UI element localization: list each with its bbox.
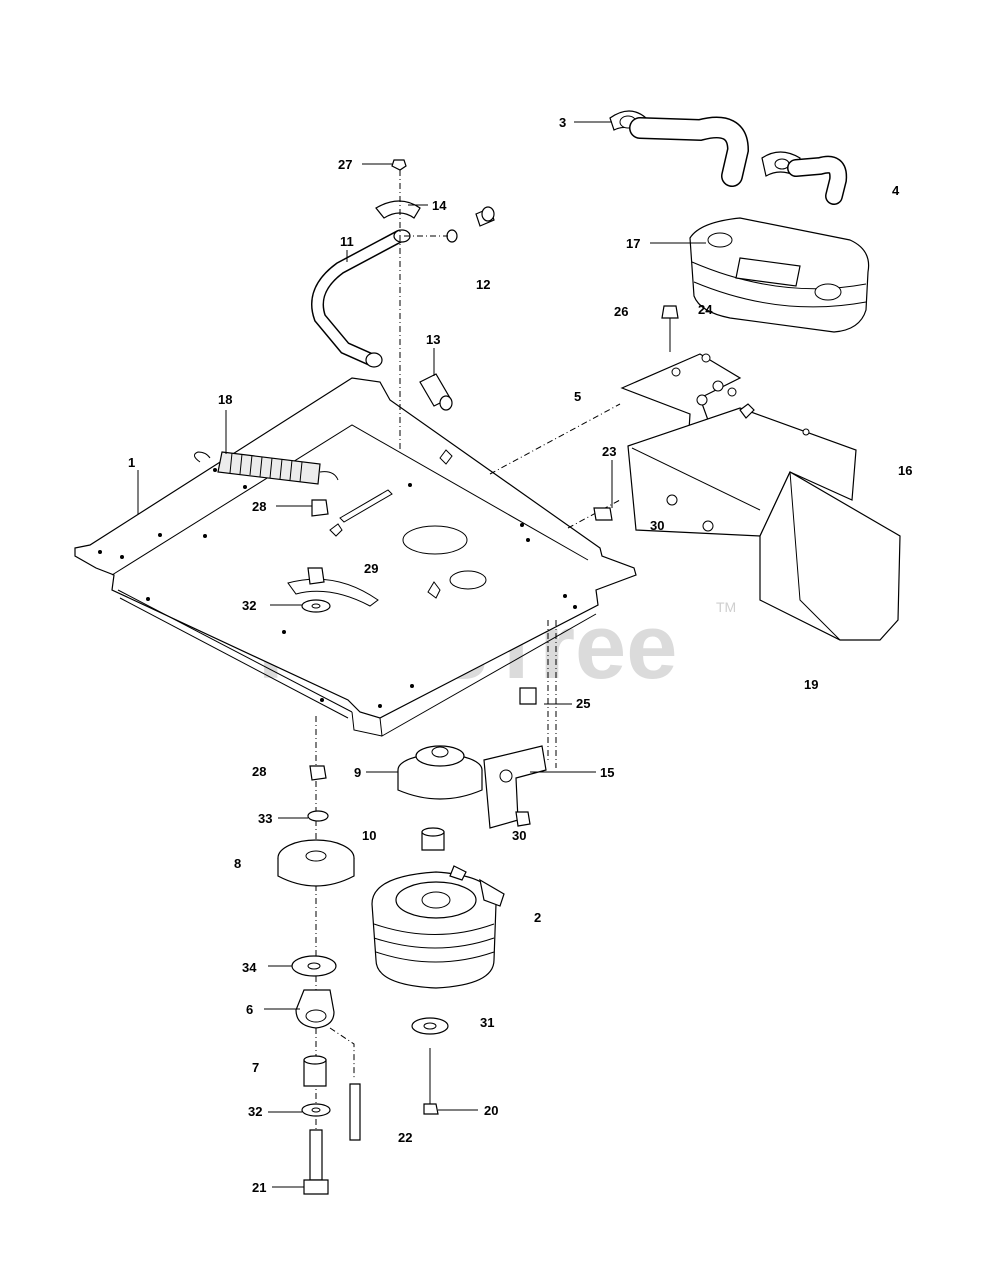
- pin-22: [349, 1083, 361, 1141]
- callout-31: 31: [480, 1015, 494, 1030]
- callout-20: 20: [484, 1103, 498, 1118]
- bolt-26: [661, 305, 679, 352]
- washer-32-upper: [301, 599, 331, 613]
- washer-34: [291, 955, 337, 977]
- callout-32-lower: 32: [248, 1104, 262, 1119]
- muffler: [689, 217, 870, 333]
- callout-32-upper: 32: [242, 598, 256, 613]
- heat-shield: [627, 403, 901, 641]
- callout-22: 22: [398, 1130, 412, 1145]
- pulley-9: [397, 745, 483, 800]
- bolt-20: [423, 1048, 439, 1115]
- callout-18: 18: [218, 392, 232, 407]
- callout-2: 2: [534, 910, 541, 925]
- callout-17: 17: [626, 236, 640, 251]
- idler-arm-6: [295, 989, 335, 1029]
- leader-lines: [137, 121, 706, 1188]
- fuel-valve-13: [419, 373, 453, 411]
- stud-29: [307, 567, 325, 585]
- guide-line: [489, 403, 621, 475]
- idler-bracket: [483, 745, 547, 829]
- callout-24: 24: [698, 302, 713, 317]
- callout-16: 16: [898, 463, 912, 478]
- hose-fitting-12: [446, 206, 495, 243]
- watermark-trademark: TM: [716, 599, 736, 615]
- electric-clutch: [371, 865, 505, 989]
- callout-26: 26: [614, 304, 628, 319]
- callout-1: 1: [128, 455, 135, 470]
- clamp-14: [375, 200, 421, 219]
- callout-29: 29: [364, 561, 378, 576]
- callout-11: 11: [340, 234, 354, 249]
- callout-3: 3: [559, 115, 566, 130]
- deck-plate: [74, 377, 637, 737]
- callout-28-upper: 28: [252, 499, 266, 514]
- guide-line: [567, 499, 621, 529]
- callout-27: 27: [338, 157, 352, 172]
- callout-25: 25: [576, 696, 590, 711]
- bolt-23: [593, 507, 613, 521]
- bolt-25: [519, 687, 537, 705]
- exhaust-pipe: [609, 110, 750, 187]
- callout-13: 13: [426, 332, 440, 347]
- spacer-10: [421, 827, 445, 851]
- fuel-hose: [311, 229, 411, 368]
- callout-4: 4: [892, 183, 900, 198]
- callout-5: 5: [574, 389, 581, 404]
- callout-30-upper: 30: [650, 518, 664, 533]
- callout-21: 21: [252, 1180, 266, 1195]
- nut-28-lower: [309, 765, 327, 781]
- callout-12: 12: [476, 277, 490, 292]
- tension-spring: [194, 451, 339, 485]
- guide-line: [329, 1027, 355, 1080]
- callout-8: 8: [234, 856, 241, 871]
- callout-23: 23: [602, 444, 616, 459]
- callout-33: 33: [258, 811, 272, 826]
- nut-28-upper: [311, 499, 329, 517]
- callout-14: 14: [432, 198, 447, 213]
- callouts: 1 2 3 4 5 6 7 8 9 10 11 12 13 14 15 16 1…: [128, 115, 912, 1195]
- callout-10: 10: [362, 828, 376, 843]
- callout-30-lower: 30: [512, 828, 526, 843]
- washer-33: [307, 810, 329, 822]
- callout-15: 15: [600, 765, 614, 780]
- washer-32-lower: [301, 1103, 331, 1117]
- idler-pulley-8: [277, 839, 355, 887]
- nut-27: [391, 159, 407, 171]
- callout-34: 34: [242, 960, 257, 975]
- callout-19: 19: [804, 677, 818, 692]
- washer-31: [411, 1017, 449, 1035]
- callout-6: 6: [246, 1002, 253, 1017]
- callout-28-lower: 28: [252, 764, 266, 779]
- callout-9: 9: [354, 765, 361, 780]
- callout-7: 7: [252, 1060, 259, 1075]
- bushing-7: [303, 1055, 327, 1087]
- exhaust-flange-4: [761, 151, 848, 205]
- bolt-21: [303, 1129, 329, 1195]
